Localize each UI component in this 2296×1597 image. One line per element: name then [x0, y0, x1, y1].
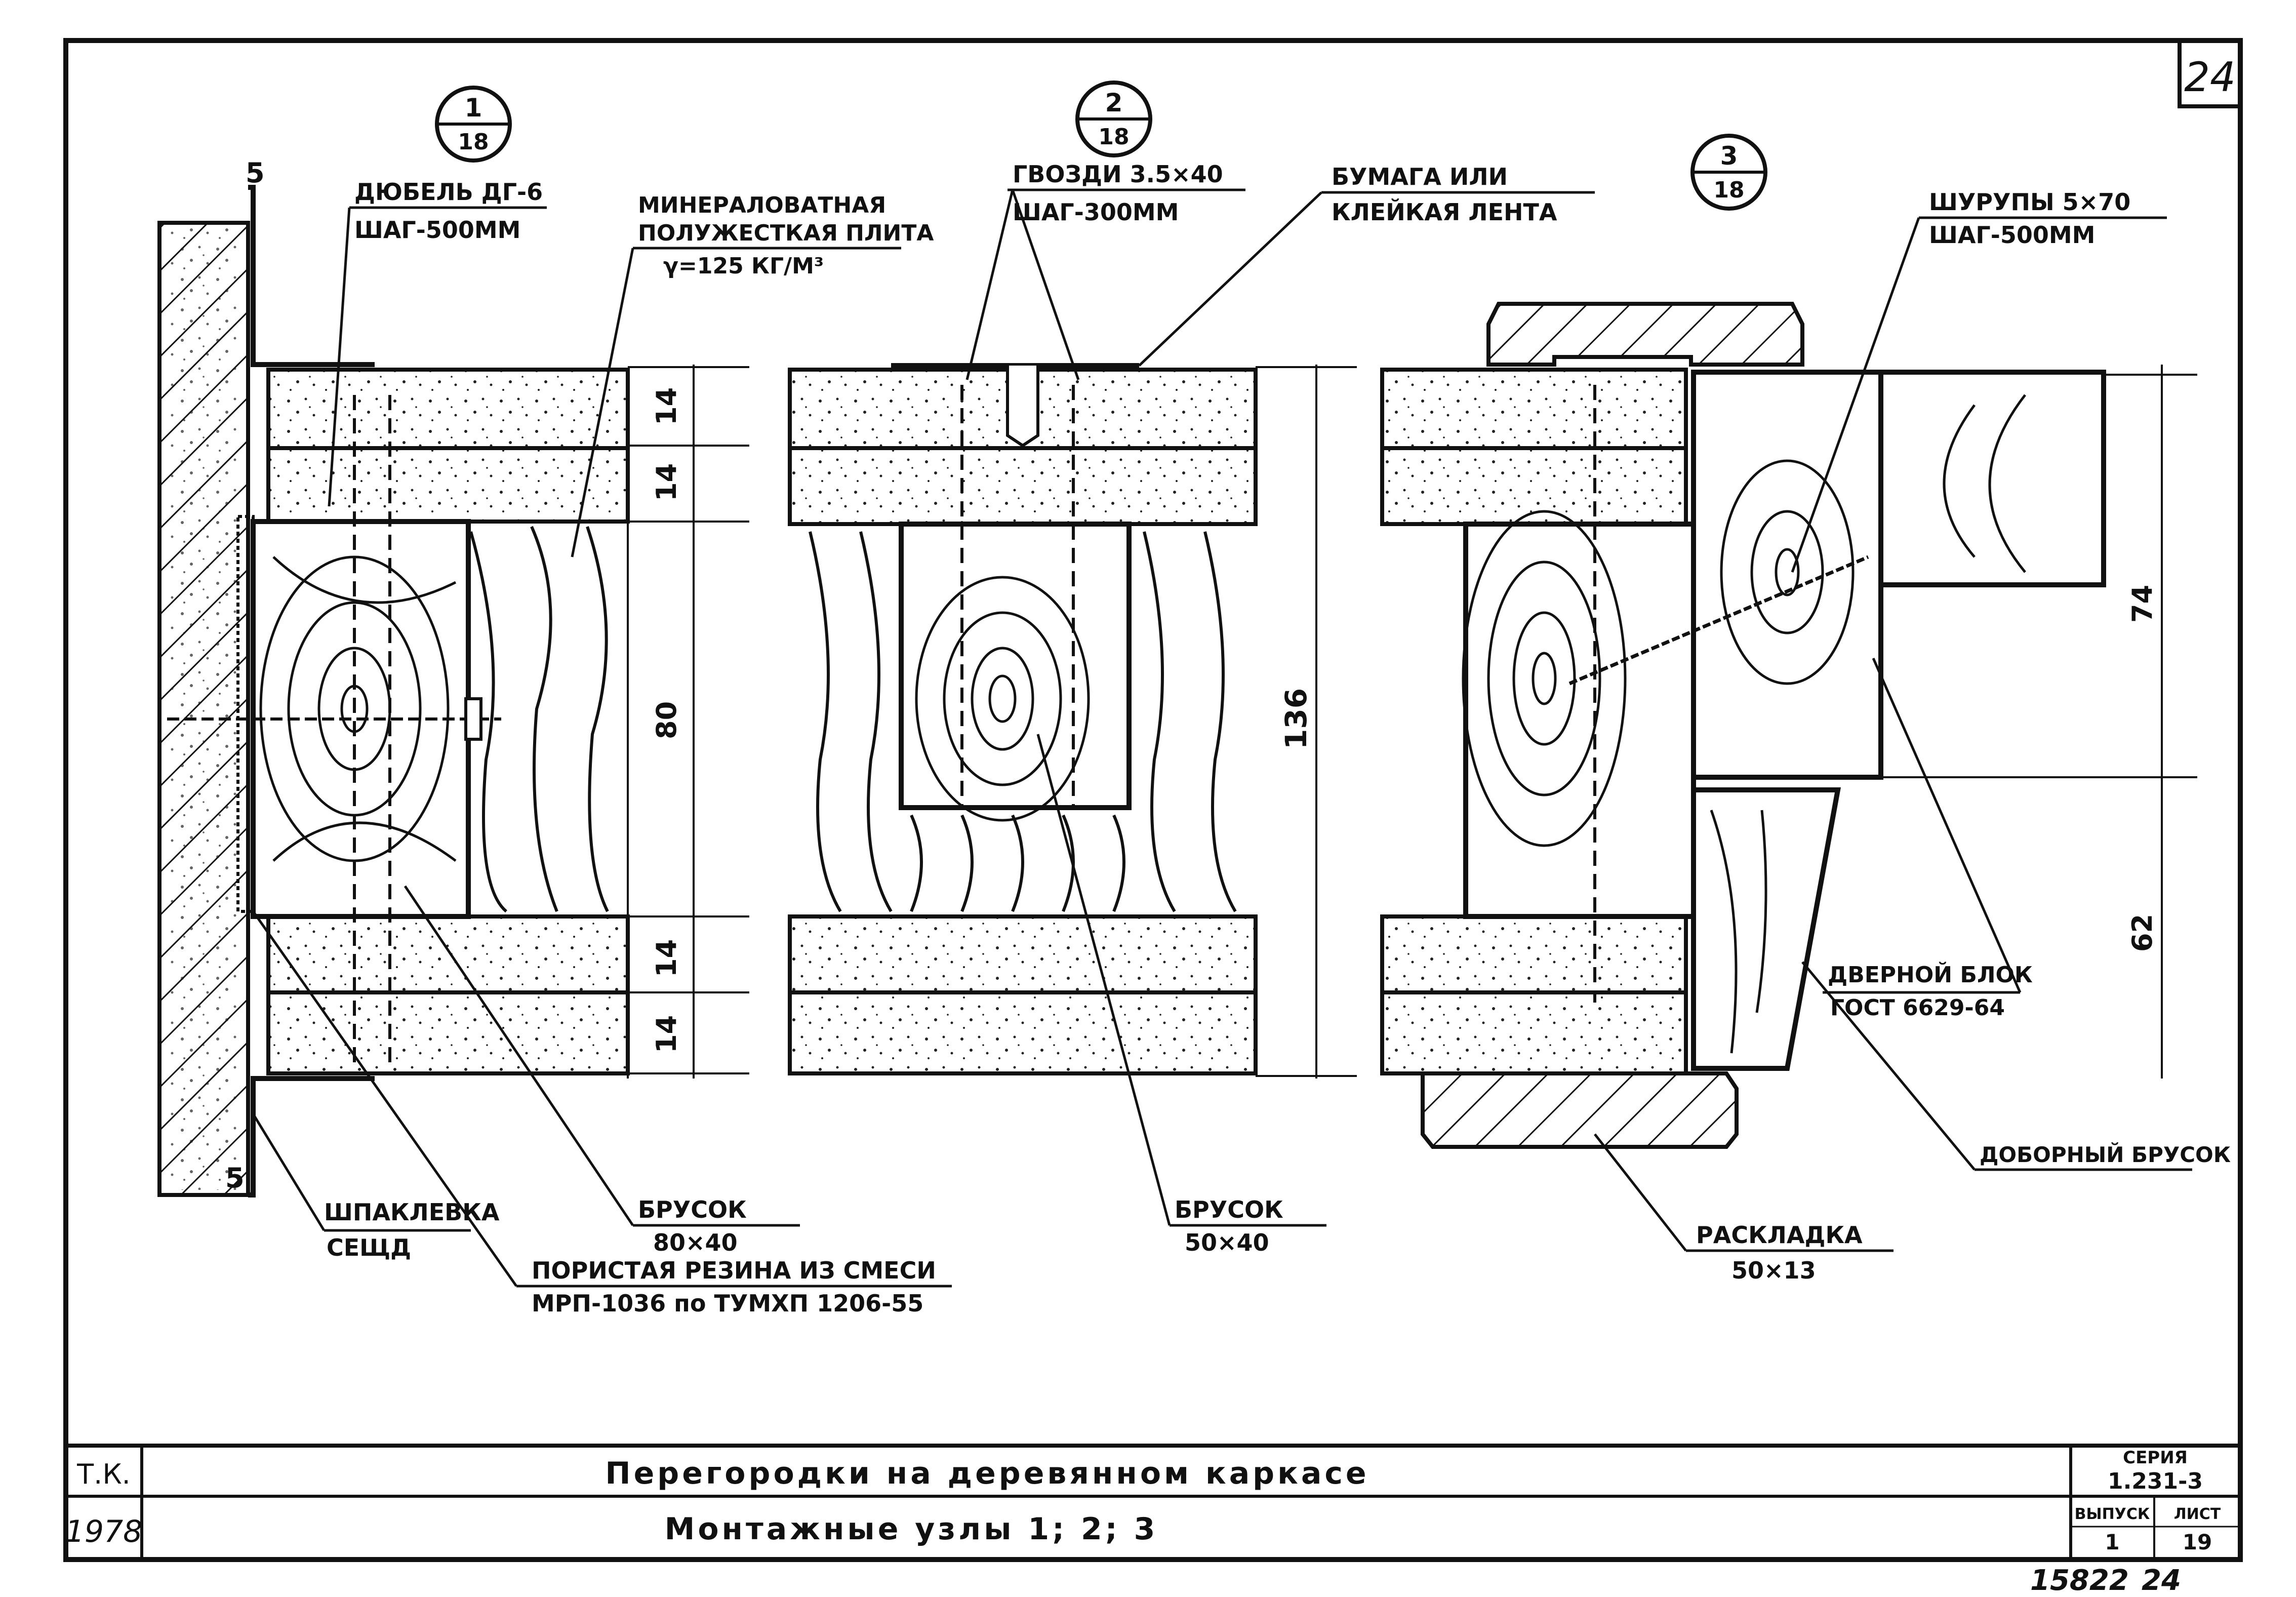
- slab: [1380, 368, 1688, 450]
- mineral-wool-fill: [809, 531, 1237, 912]
- callouts: ДЮБЕЛЬ ДГ-6 ШАГ-500ММ МИНЕРАЛОВАТНАЯ ПОЛ…: [324, 161, 2231, 1317]
- label-putty-2: СЕЩД: [327, 1234, 411, 1261]
- node-marker-2: 2 18: [1075, 81, 1152, 157]
- dim-14-b: 14: [651, 463, 682, 501]
- slab: [266, 446, 630, 524]
- dim-80: 80: [651, 701, 682, 739]
- label-paper-2: КЛЕЙКАЯ ЛЕНТА: [1332, 198, 1557, 226]
- label-screws-2: ШАГ-500ММ: [1929, 221, 2095, 249]
- label-mineral-3: γ=125 КГ/М³: [663, 253, 824, 279]
- label-bar80-2: 80×40: [653, 1229, 738, 1256]
- tk-label: Т.К.: [76, 1458, 131, 1490]
- label-rubber-2: МРП-1036 по ТУМХП 1206-55: [532, 1290, 923, 1317]
- issue-value: 1: [2105, 1530, 2119, 1554]
- dim-62: 62: [2126, 914, 2158, 952]
- node-marker-number: 1: [465, 93, 482, 123]
- node-marker-3: 3 18: [1690, 134, 1767, 211]
- casing-top: [1486, 302, 1804, 367]
- label-door-1: ДВЕРНОЙ БЛОК: [1828, 961, 2033, 988]
- dim-5-bottom: 5: [225, 1162, 245, 1194]
- slab: [788, 446, 1258, 526]
- node-3-dimensions: [1883, 365, 2197, 1079]
- bottom-angle: [248, 1076, 375, 1197]
- drawing-title: Перегородки на деревянном каркасе: [605, 1456, 1369, 1491]
- label-casing-1: РАСКЛАДКА: [1696, 1221, 1863, 1249]
- title-block: Т.К. 1978 Перегородки на деревянном карк…: [65, 1444, 2240, 1560]
- stamp-number: 15822: [2030, 1564, 2129, 1597]
- label-door-2: ГОСТ 6629-64: [1830, 995, 2005, 1021]
- sheet-label: ЛИСТ: [2174, 1505, 2221, 1523]
- node-marker-sheet: 18: [1098, 124, 1129, 150]
- door-frame: [1691, 370, 1883, 780]
- node-marker-number: 2: [1105, 88, 1123, 117]
- mineral-wool-fill: [469, 526, 609, 913]
- slab: [266, 914, 630, 994]
- sheet-value: 19: [2183, 1530, 2212, 1554]
- year: 1978: [65, 1514, 143, 1549]
- node-1: [157, 185, 630, 1197]
- node-2-dimensions: [1256, 365, 1357, 1079]
- dim-74: 74: [2126, 585, 2158, 623]
- dim-14-c: 14: [651, 939, 682, 977]
- sheet-number: 24: [2184, 54, 2236, 101]
- label-nails-2: ШАГ-300ММ: [1013, 198, 1179, 226]
- leader-lines: [252, 188, 2192, 1288]
- node-marker-sheet: 18: [1713, 177, 1744, 203]
- label-extra-bar: ДОБОРНЫЙ БРУСОК: [1980, 1142, 2231, 1167]
- node-2: [788, 363, 1258, 1075]
- node-marker-1: 1 18: [435, 86, 512, 163]
- slab: [788, 914, 1258, 994]
- wood-grain: [1720, 459, 1855, 685]
- wood-grain: [915, 576, 1090, 822]
- casing-bottom: [1421, 1071, 1739, 1149]
- wood-grain: [1462, 510, 1627, 847]
- stamp-page: 24: [2142, 1564, 2181, 1597]
- slab: [1380, 914, 1688, 994]
- dim-14-a: 14: [651, 387, 682, 425]
- label-mineral-1: МИНЕРАЛОВАТНАЯ: [638, 192, 886, 218]
- drawing-subtitle: Монтажные узлы 1; 2; 3: [665, 1511, 1158, 1547]
- node-1-dimensions: [628, 365, 749, 1079]
- top-angle: [248, 185, 375, 367]
- series-label: СЕРИЯ: [2123, 1448, 2188, 1468]
- label-rubber-1: ПОРИСТАЯ РЕЗИНА ИЗ СМЕСИ: [532, 1257, 936, 1284]
- node-marker-sheet: 18: [458, 129, 489, 155]
- label-putty-1: ШПАКЛЕВКА: [324, 1199, 500, 1226]
- door-leaf: [1878, 370, 2106, 587]
- screw: [1568, 555, 1869, 686]
- label-bar50-1: БРУСОК: [1175, 1196, 1283, 1223]
- slab: [788, 990, 1258, 1075]
- label-dowel-1: ДЮБЕЛЬ ДГ-6: [354, 178, 543, 206]
- label-casing-2: 50×13: [1731, 1257, 1816, 1284]
- label-bar50-2: 50×40: [1185, 1229, 1269, 1256]
- slab: [266, 990, 630, 1075]
- node-marker-number: 3: [1720, 141, 1738, 171]
- slab: [266, 368, 630, 450]
- sheet-number-box: [2178, 38, 2242, 108]
- dim-5-top: 5: [246, 157, 265, 189]
- sheet-frame: [63, 38, 2243, 1562]
- dim-136: 136: [1279, 688, 1313, 749]
- label-screws-1: ШУРУПЫ 5×70: [1929, 188, 2130, 216]
- label-bar80-1: БРУСОК: [638, 1196, 747, 1223]
- timber-bar-50x40: [899, 522, 1132, 810]
- label-dowel-2: ШАГ-500ММ: [354, 216, 520, 244]
- series-value: 1.231-3: [2108, 1468, 2203, 1494]
- slab: [1380, 990, 1688, 1075]
- label-paper-1: БУМАГА ИЛИ: [1332, 163, 1508, 190]
- timber-stud: [1463, 522, 1696, 919]
- node-3: [1380, 302, 2106, 1149]
- label-mineral-2: ПОЛУЖЕСТКАЯ ПЛИТА: [638, 220, 934, 246]
- issue-label: ВЫПУСК: [2075, 1505, 2150, 1523]
- label-nails-1: ГВОЗДИ 3.5×40: [1013, 161, 1223, 188]
- dim-14-d: 14: [651, 1015, 682, 1053]
